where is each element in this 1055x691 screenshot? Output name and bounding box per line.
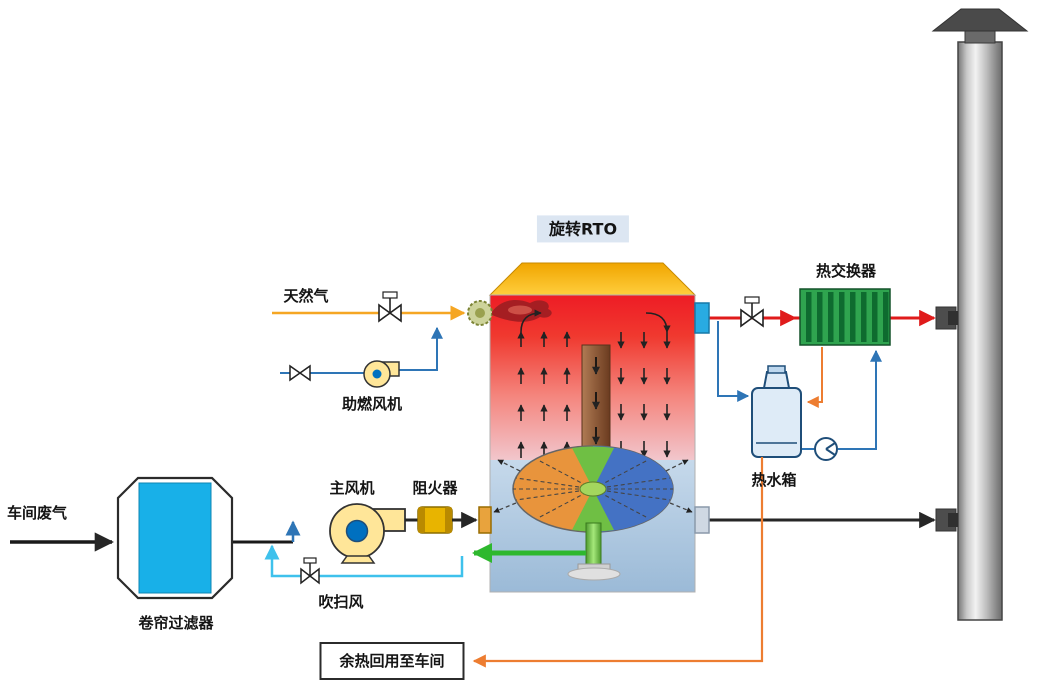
purge-air-label: 吹扫风: [318, 593, 364, 611]
hot-water-tank-label: 热水箱: [751, 471, 797, 489]
combustion-air-valve-icon: [289, 364, 311, 382]
exhaust-inlet-line: [10, 520, 301, 552]
rto-title-label: 旋转RTO: [536, 215, 630, 243]
combustion-fan-label: 助燃风机: [341, 395, 403, 413]
natural-gas-valve-icon: [378, 291, 402, 323]
combustion-air-line: [280, 326, 443, 382]
workshop-exhaust-label: 车间废气: [6, 504, 68, 522]
hot-gas-valve-icon: [740, 296, 764, 328]
curtain-filter-icon: [116, 476, 234, 600]
purge-line: [264, 544, 464, 585]
heat-exchanger-icon: [799, 288, 891, 346]
chimney-inlet-flanges: [935, 306, 958, 532]
natural-gas-label: 天然气: [283, 287, 329, 305]
natural-gas-line: [272, 291, 466, 323]
water-lines: [717, 321, 882, 450]
main-fan-label: 主风机: [329, 479, 375, 497]
rto-flanges: [478, 302, 710, 534]
pump-icon: [814, 437, 838, 461]
main-fan-icon: [329, 503, 406, 564]
purge-valve-icon: [300, 557, 320, 585]
purge-duct-green: [472, 522, 621, 581]
curtain-filter-label: 卷帘过滤器: [138, 614, 214, 632]
combustion-fan-icon: [363, 360, 400, 388]
burner-icon: [467, 300, 493, 326]
chimney: [931, 8, 1029, 621]
heat-recovery-line: [472, 457, 764, 668]
heat-exchanger-label: 热交换器: [815, 262, 877, 280]
flow-arrows: [517, 309, 671, 458]
hot-water-tank-icon: [751, 365, 802, 458]
rotary-wheel: [493, 445, 693, 533]
flame-arrester-icon: [405, 506, 478, 534]
flame-arrester-label: 阻火器: [412, 479, 458, 497]
heat-recycle-label: 余热回用至车间: [319, 642, 465, 680]
